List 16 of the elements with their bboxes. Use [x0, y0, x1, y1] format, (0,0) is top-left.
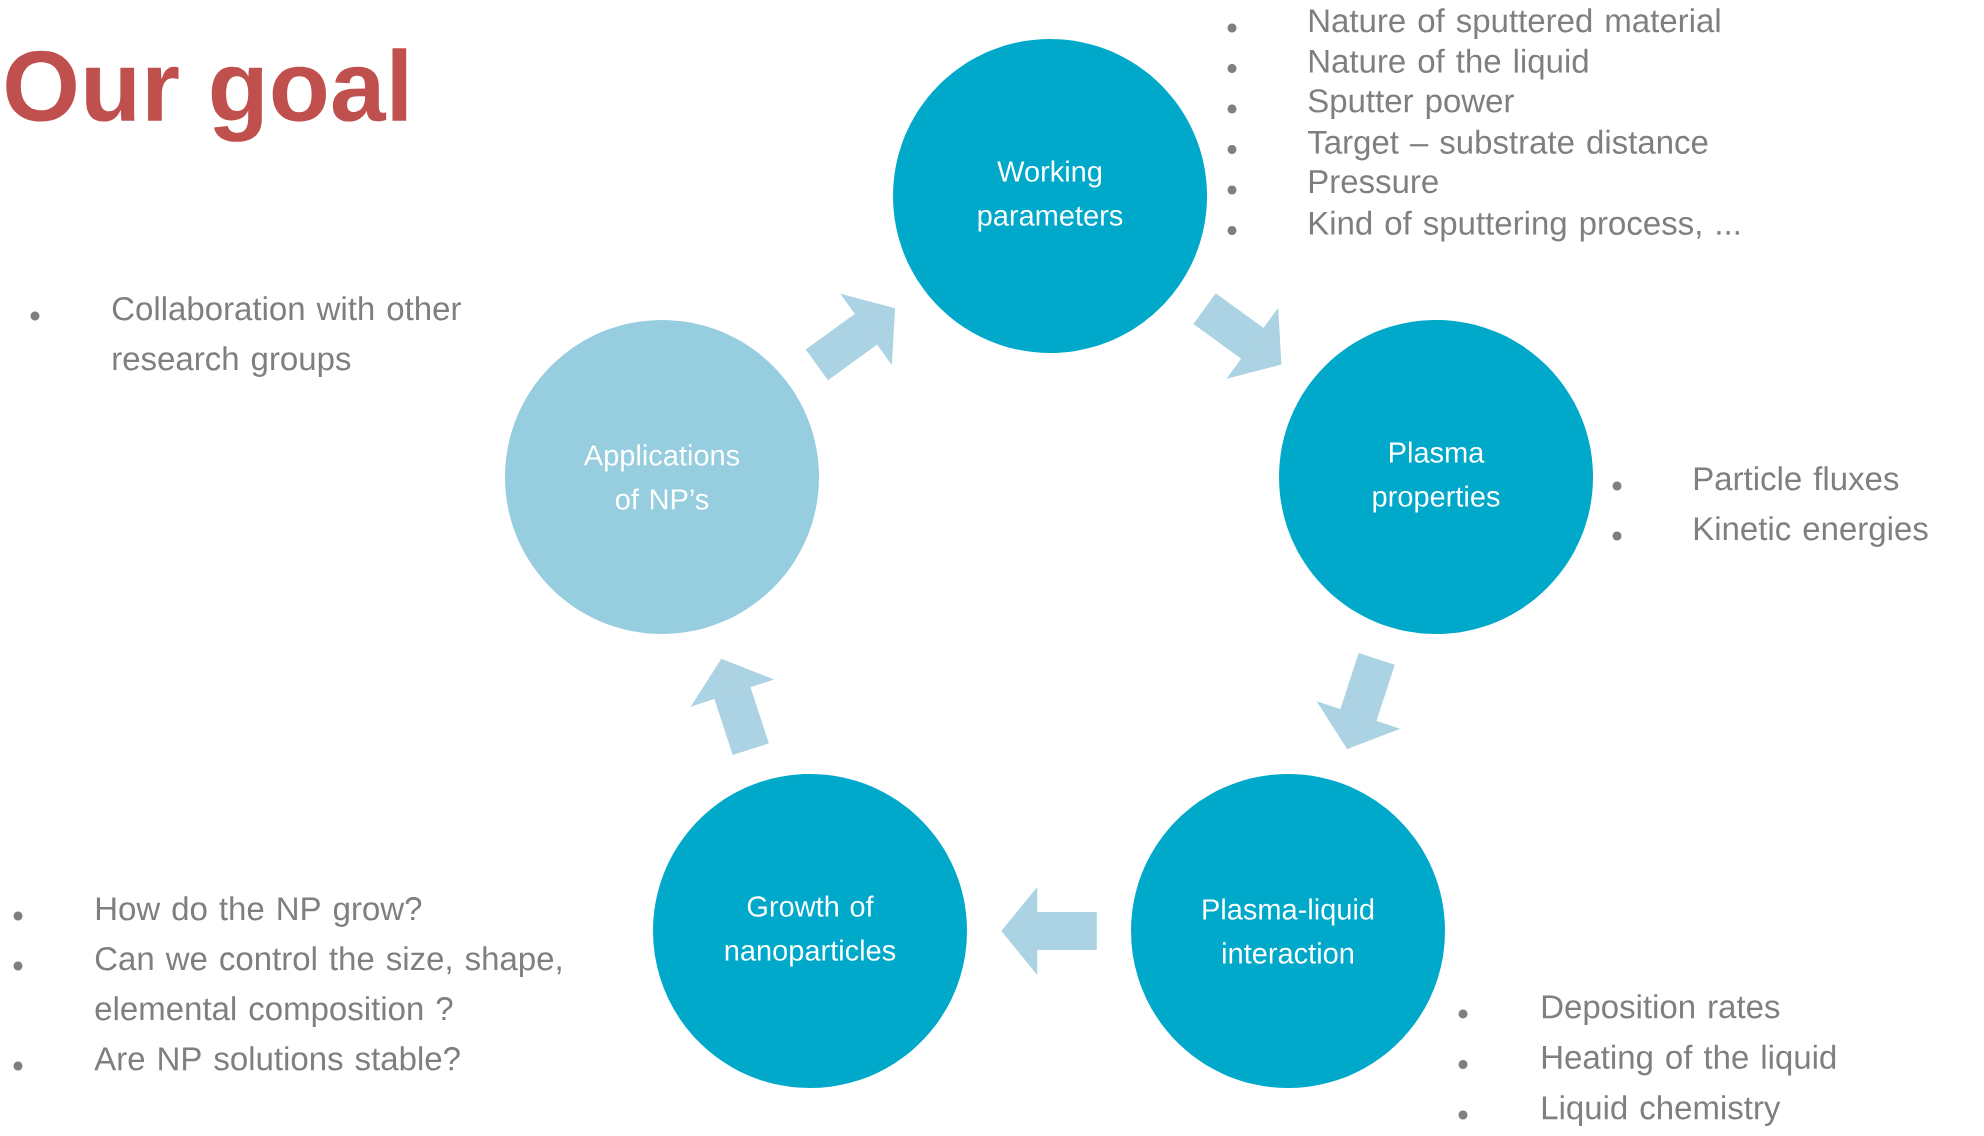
bullet-text: Deposition rates [1542, 994, 1780, 1025]
bullet-text: Collaboration with other research groups [112, 296, 461, 377]
bullet-text: Heating of the liquid [1542, 1044, 1836, 1076]
bullet-text: Pressure [1309, 170, 1438, 194]
bullet-text: Liquid chemistry [1542, 1095, 1781, 1126]
bullet-text: How do the NP grow? [96, 896, 422, 927]
bullet-text: Kind of sputtering process, ... [1309, 210, 1739, 242]
bullet-text: Nature of the liquid [1309, 48, 1588, 80]
bullet-text: Kinetic energies [1694, 516, 1928, 547]
bullet-text: Nature of sputtered material [1309, 8, 1720, 39]
title: Our goal [6, 48, 407, 142]
bullet-text: Can we control the size, shape, elemental composition ? [95, 946, 561, 1027]
bullet-text: Target – substrate distance [1307, 129, 1708, 161]
bullet-text: Are NP solutions stable? [94, 1046, 460, 1071]
bullet-text: Particle fluxes [1694, 466, 1899, 491]
bullet-text: Sputter power [1308, 89, 1514, 120]
